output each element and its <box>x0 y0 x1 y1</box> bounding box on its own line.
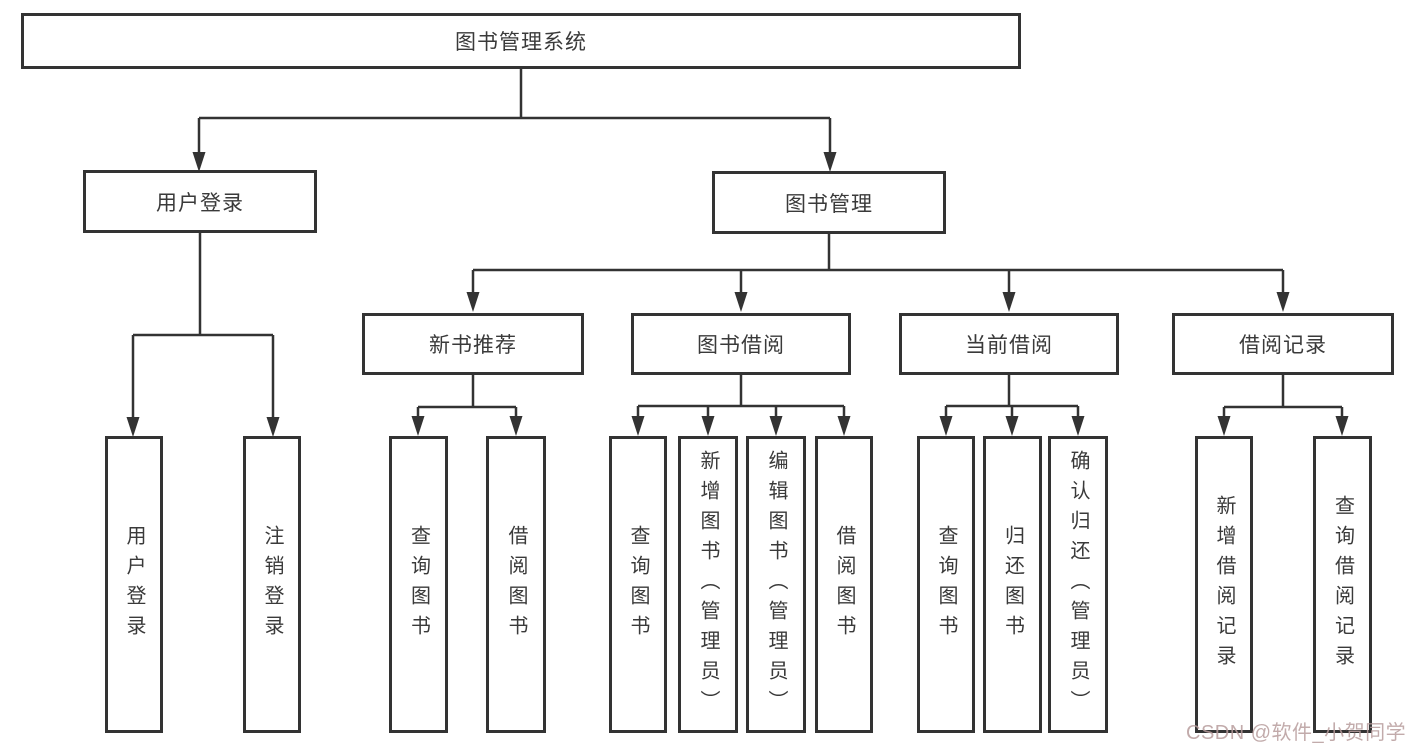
node-leaf-query-books-borrow: 查询图书 <box>609 436 667 733</box>
node-label: 借阅图书 <box>505 524 527 645</box>
node-current-borrow: 当前借阅 <box>899 313 1119 375</box>
node-label: 用户登录 <box>123 524 145 645</box>
node-leaf-confirm-return-admin: 确认归还（管理员） <box>1048 436 1108 733</box>
node-label: 查询借阅记录 <box>1331 494 1354 675</box>
node-label: 图书管理 <box>785 192 873 216</box>
node-label: 图书管理系统 <box>455 31 587 54</box>
watermark-text: CSDN @软件_小贺同学 <box>1186 722 1405 744</box>
node-leaf-query-borrow-record: 查询借阅记录 <box>1313 436 1372 733</box>
node-label: 确认归还（管理员） <box>1067 449 1089 720</box>
node-book-borrow: 图书借阅 <box>631 313 851 375</box>
node-book-management: 图书管理 <box>712 171 946 234</box>
node-leaf-borrow-books: 借阅图书 <box>815 436 873 733</box>
node-leaf-query-books-recommend: 查询图书 <box>389 436 448 733</box>
node-leaf-return-books: 归还图书 <box>983 436 1042 733</box>
node-leaf-add-books-admin: 新增图书（管理员） <box>678 436 738 733</box>
node-label: 新增图书（管理员） <box>697 449 719 720</box>
node-leaf-edit-books-admin: 编辑图书（管理员） <box>746 436 806 733</box>
node-label: 归还图书 <box>1001 524 1024 645</box>
node-label: 编辑图书（管理员） <box>765 449 787 720</box>
node-label: 新增借阅记录 <box>1213 494 1235 675</box>
node-label: 借阅记录 <box>1239 334 1327 357</box>
node-label: 注销登录 <box>261 524 283 645</box>
node-leaf-query-books-current: 查询图书 <box>917 436 975 733</box>
node-new-book-recommend: 新书推荐 <box>362 313 584 375</box>
node-label: 图书借阅 <box>697 334 785 357</box>
node-label: 查询图书 <box>627 524 649 645</box>
node-label: 查询图书 <box>407 524 430 645</box>
arrowheads <box>126 152 1349 437</box>
node-label: 查询图书 <box>935 524 957 645</box>
node-user-login: 用户登录 <box>83 170 317 233</box>
node-leaf-add-borrow-record: 新增借阅记录 <box>1195 436 1253 733</box>
node-borrow-record: 借阅记录 <box>1172 313 1394 375</box>
node-label: 用户登录 <box>156 191 244 215</box>
node-root-system: 图书管理系统 <box>21 13 1021 69</box>
node-leaf-logout: 注销登录 <box>243 436 301 733</box>
node-leaf-user-login: 用户登录 <box>105 436 163 733</box>
node-leaf-borrow-books-recommend: 借阅图书 <box>486 436 546 733</box>
node-label: 借阅图书 <box>833 524 855 645</box>
node-label: 新书推荐 <box>429 334 517 357</box>
node-label: 当前借阅 <box>965 334 1053 357</box>
